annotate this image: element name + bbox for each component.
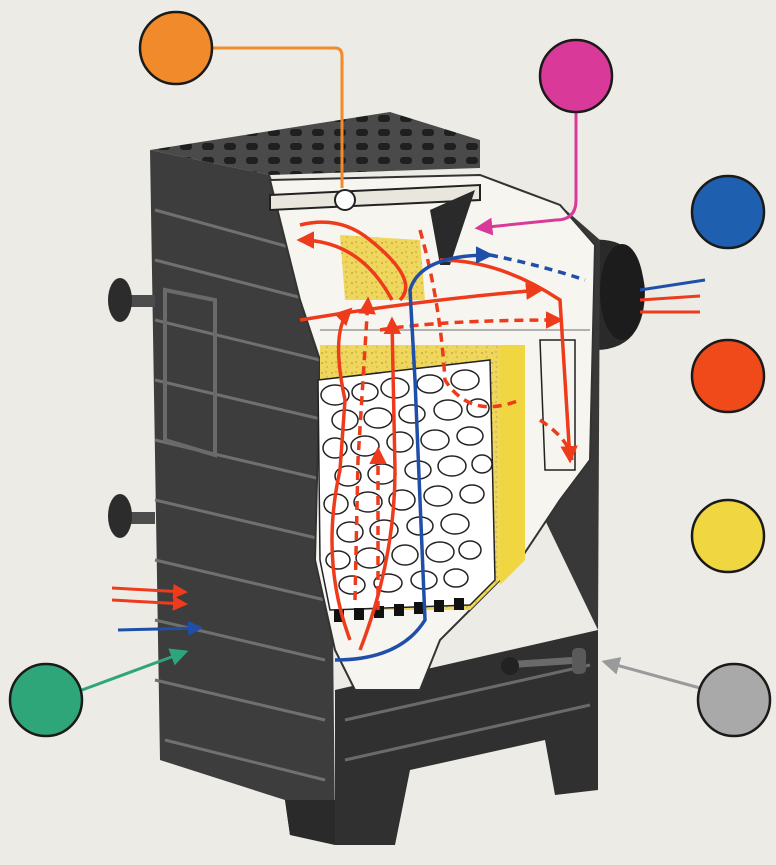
cutaway-interior	[268, 173, 597, 691]
insulation-strip	[500, 345, 525, 585]
leader-damper-lever	[601, 657, 701, 690]
leader-top-vent	[210, 46, 344, 188]
damper-lever	[501, 648, 586, 675]
side-door	[163, 287, 217, 458]
top-grille	[150, 112, 480, 175]
top-vent-plate	[269, 183, 481, 212]
leader-baffle	[474, 112, 578, 236]
marker-top-vent	[138, 10, 214, 86]
marker-secondary-air	[8, 662, 84, 738]
coal-lumps	[320, 369, 493, 595]
marker-damper-lever	[696, 662, 772, 738]
baffle-plate	[430, 190, 475, 265]
marker-insulation	[690, 498, 766, 574]
lower-knob	[108, 494, 155, 538]
marker-baffle	[538, 38, 614, 114]
leader-lines	[81, 46, 701, 692]
stove-body	[150, 112, 600, 845]
airflow-arrows	[111, 220, 706, 662]
grate	[334, 598, 464, 622]
top-vent-valve	[334, 189, 356, 211]
color-key-markers	[8, 10, 772, 738]
fuel-chamber	[317, 359, 496, 611]
upper-knob	[108, 278, 155, 322]
marker-flue-gas	[690, 338, 766, 414]
flue-pipe	[590, 239, 645, 350]
marker-air-intake	[690, 174, 766, 250]
leader-secondary-air	[81, 648, 189, 692]
side-ribs	[154, 208, 326, 782]
